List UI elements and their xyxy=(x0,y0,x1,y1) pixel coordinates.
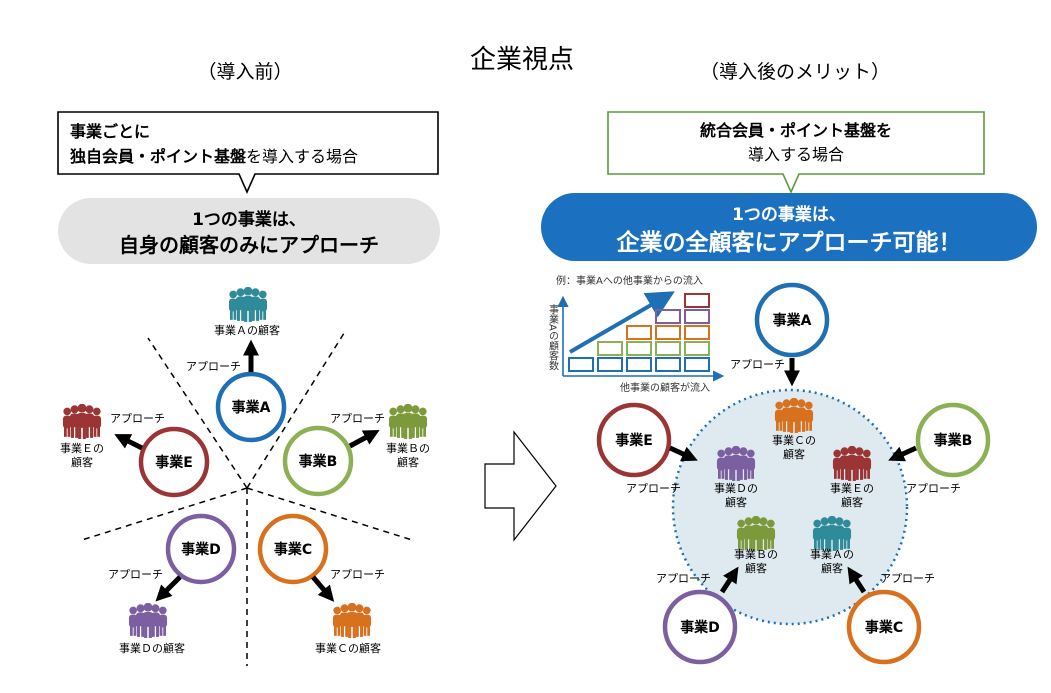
after-approach-c: アプローチ xyxy=(880,572,935,585)
before-business-b-circle xyxy=(282,425,354,497)
mini-chart-xlabel: 他事業の顧客が流入 xyxy=(620,381,710,394)
people-group-icon xyxy=(388,404,428,439)
mini-chart: 例：事業Aへの他事業からの流入 事業Aの顧客数 他事業の顧客が流入 xyxy=(547,274,725,394)
arrow-icon xyxy=(719,566,739,594)
after-approach-d: アプローチ xyxy=(656,572,711,585)
after-diagram: 事業Ｃの 顧客 事業Ｄの 顧客 事業Ｅの 顧客 事業Ｂの 顧客 事業Ａの 顧客 … xyxy=(596,282,991,665)
hub-customer-c-l2: 顧客 xyxy=(783,447,805,461)
people-group-icon xyxy=(332,603,372,638)
before-customer-d: 事業Ｄの顧客 xyxy=(119,641,185,655)
hub-customer-b-l1: 事業Ｂの xyxy=(734,548,778,561)
after-business-b-label: 事業B xyxy=(934,432,973,449)
before-approach-c: アプローチ xyxy=(330,568,385,581)
after-business-a-circle xyxy=(754,282,830,358)
before-customer-c: 事業Ｃの顧客 xyxy=(315,641,381,655)
before-business-b-label: 事業B xyxy=(299,453,338,470)
before-approach-a: アプローチ xyxy=(186,360,241,373)
before-business-a-label: 事業A xyxy=(232,399,271,416)
page-title: 企業視点 xyxy=(470,45,574,75)
after-business-c-circle xyxy=(846,589,922,665)
hub-customer-d-l2: 顧客 xyxy=(725,495,747,509)
after-business-b-circle xyxy=(915,402,991,478)
mini-chart-ylabel: 事業Aの顧客数 xyxy=(547,303,559,372)
hollow-right-arrow-icon xyxy=(484,430,557,542)
after-heading: （導入後のメリット） xyxy=(700,61,890,83)
hub-customer-c-l1: 事業Ｃの xyxy=(772,434,816,447)
after-approach-a: アプローチ xyxy=(730,358,785,371)
before-approach-b: アプローチ xyxy=(330,412,385,425)
arrow-icon xyxy=(668,445,698,462)
before-customer-b-l1: 事業Ｂの xyxy=(386,442,430,455)
after-pill: 1つの事業は、 企業の全顧客にアプローチ可能！ xyxy=(541,193,1037,261)
after-business-a-label: 事業A xyxy=(773,312,812,329)
after-callout-line1: 統合会員・ポイント基盤を xyxy=(700,121,892,140)
before-approach-d: アプローチ xyxy=(108,568,163,581)
before-business-e-circle xyxy=(138,426,210,498)
before-pill-line1: 1つの事業は、 xyxy=(192,209,306,230)
hub-customer-e-l1: 事業Ｅの xyxy=(830,482,874,495)
arrow-icon xyxy=(155,575,182,602)
before-pill: 1つの事業は、 自身の顧客のみにアプローチ xyxy=(58,198,440,264)
arrow-icon xyxy=(311,575,335,602)
hub-customer-d-l1: 事業Ｄの xyxy=(714,482,758,495)
before-customer-e-l2: 顧客 xyxy=(71,455,93,469)
arrow-icon xyxy=(888,445,918,462)
after-business-d-circle xyxy=(662,589,738,665)
arrow-icon xyxy=(348,429,380,449)
after-business-d-label: 事業D xyxy=(680,619,720,636)
hub-customer-a-l1: 事業Ａの xyxy=(810,548,854,561)
people-group-icon xyxy=(228,287,268,322)
arrow-icon xyxy=(114,434,144,451)
before-business-c-label: 事業C xyxy=(274,541,312,558)
hub-customer-e-l2: 顧客 xyxy=(841,495,863,509)
before-callout-line2: 独自会員・ポイント基盤を導入する場合 xyxy=(70,147,358,166)
before-heading: （導入前） xyxy=(197,61,292,83)
after-pill-line1: 1つの事業は、 xyxy=(732,204,846,225)
after-callout: 統合会員・ポイント基盤を 導入する場合 xyxy=(607,111,985,194)
before-business-e-label: 事業E xyxy=(155,454,193,471)
hub-customer-a-l2: 顧客 xyxy=(821,561,843,575)
hub-customer-b-l2: 顧客 xyxy=(745,561,767,575)
mini-chart-trend-arrow xyxy=(568,291,675,354)
mini-chart-stacks xyxy=(568,293,710,372)
people-group-icon xyxy=(62,404,102,439)
before-customer-b-l2: 顧客 xyxy=(397,455,419,469)
before-callout-line1: 事業ごとに xyxy=(70,122,150,141)
people-group-icon xyxy=(128,603,168,638)
arrow-icon xyxy=(847,566,867,594)
before-callout: 事業ごとに 独自会員・ポイント基盤を導入する場合 xyxy=(57,111,439,194)
after-callout-line2: 導入する場合 xyxy=(748,145,844,164)
before-diagram: 事業A アプローチ 事業Ａの顧客 事業B アプローチ 事業Ｂの 顧客 事業E ア… xyxy=(60,287,430,666)
after-pill-line2: 企業の全顧客にアプローチ可能！ xyxy=(616,229,962,256)
before-callout-line2-rest: を導入する場合 xyxy=(246,147,358,166)
after-approach-b: アプローチ xyxy=(906,482,961,495)
before-business-c-circle xyxy=(257,513,329,585)
before-customer-e-l1: 事業Ｅの xyxy=(60,442,104,455)
before-business-a-circle xyxy=(215,371,287,443)
after-approach-e: アプローチ xyxy=(626,482,681,495)
before-callout-line2-bold: 独自会員・ポイント基盤 xyxy=(70,147,247,166)
before-pill-line2: 自身の顧客のみにアプローチ xyxy=(119,233,379,257)
mini-chart-title: 例：事業Aへの他事業からの流入 xyxy=(556,274,703,287)
before-approach-e: アプローチ xyxy=(110,412,165,425)
before-business-d-label: 事業D xyxy=(181,541,221,558)
sector-divider-lines xyxy=(81,329,413,666)
after-business-e-circle xyxy=(596,402,672,478)
before-business-d-circle xyxy=(165,513,237,585)
after-business-e-label: 事業E xyxy=(615,432,653,449)
before-customer-a: 事業Ａの顧客 xyxy=(214,323,280,337)
after-business-c-label: 事業C xyxy=(865,619,903,636)
